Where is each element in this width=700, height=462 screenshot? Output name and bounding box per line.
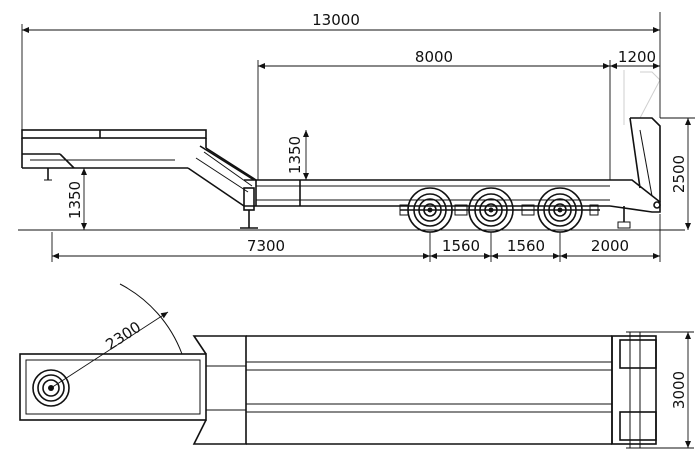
- wheel-2: [468, 187, 514, 233]
- gooseneck-deck-top: [21, 129, 207, 139]
- low-deck: [244, 179, 610, 207]
- rear-ramps-top: [611, 331, 660, 449]
- dim-label-7300: 7300: [247, 237, 285, 255]
- dim-landing-height: 1350: [52, 167, 88, 230]
- gooseneck-top-outline: [19, 353, 207, 421]
- wheel-3: [537, 187, 583, 233]
- wheel-1: [407, 187, 453, 233]
- dim-bottom-chain: 7300 1560 1560 2000: [51, 214, 661, 262]
- dim-ramp-height: 2500: [660, 117, 695, 230]
- dim-label-3000: 3000: [670, 371, 688, 409]
- top-view: 2300 3000: [19, 283, 694, 449]
- dim-label-1560-b: 1560: [507, 237, 545, 255]
- dim-label-2500: 2500: [670, 155, 688, 193]
- gooseneck: [21, 129, 257, 207]
- rear-ramp: [609, 117, 661, 229]
- landing-gear: [240, 187, 258, 229]
- dim-label-1350-lower: 1350: [66, 181, 84, 219]
- swing-arc: [119, 283, 183, 355]
- ramp-ghost-outline: [609, 70, 661, 125]
- dim-label-13000: 13000: [312, 11, 360, 29]
- side-view: 13000 8000 1200 1350 2500 1: [18, 11, 695, 262]
- axle-hangers: [399, 204, 599, 216]
- dim-label-1560-a: 1560: [442, 237, 480, 255]
- dim-overall-length: 13000: [21, 11, 661, 130]
- dim-label-1200: 1200: [618, 48, 656, 66]
- dim-gooseneck-height: 1350: [286, 130, 309, 180]
- dim-label-8000: 8000: [415, 48, 453, 66]
- dim-label-1350-upper: 1350: [286, 136, 304, 174]
- dim-deck-length: 8000: [257, 48, 611, 180]
- neck-top-outline: [192, 335, 247, 445]
- dim-overall-width: 3000: [660, 331, 694, 449]
- dim-label-2000: 2000: [591, 237, 629, 255]
- swing-radius-line: [50, 311, 169, 389]
- main-deck-top: [246, 335, 613, 445]
- dim-label-2300: 2300: [102, 318, 144, 354]
- dim-rear-overhang: 1200: [610, 48, 660, 69]
- kingpin-top: [32, 369, 70, 407]
